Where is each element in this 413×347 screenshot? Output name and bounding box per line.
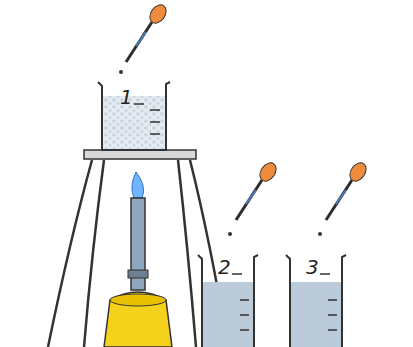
- burner: [104, 172, 172, 347]
- dropper: [119, 2, 369, 236]
- beaker-3: [286, 255, 346, 347]
- beaker-number: 1: [120, 86, 133, 108]
- label-dash: [134, 104, 330, 274]
- beaker-number: 2: [218, 256, 231, 278]
- beaker-number: 3: [306, 256, 319, 278]
- stand-plate: [84, 150, 196, 159]
- beaker-1: [98, 82, 170, 150]
- beaker-2: [198, 255, 258, 347]
